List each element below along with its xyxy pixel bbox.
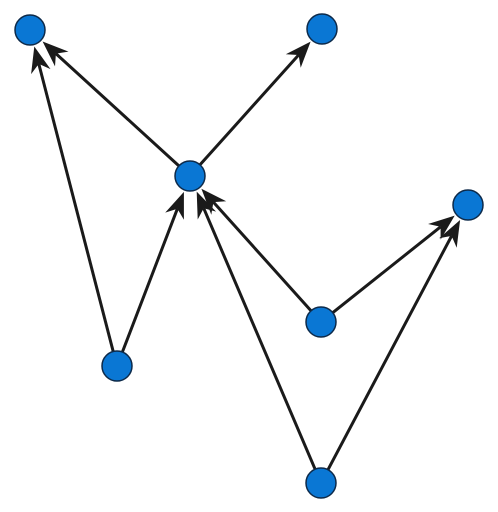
edge-line	[120, 208, 179, 353]
edge-line	[331, 225, 442, 314]
edge-line	[326, 235, 453, 471]
node-center	[174, 160, 206, 192]
edge-G-to-D	[326, 220, 461, 471]
edge-line	[198, 53, 300, 166]
arrowhead-icon	[428, 215, 455, 240]
arrowhead-icon	[42, 41, 69, 67]
arrowhead-icon	[285, 41, 311, 68]
arrowhead-icon	[165, 191, 184, 220]
nodes-layer	[14, 13, 484, 499]
node-middle-right	[305, 306, 337, 338]
node-top-middle	[306, 13, 338, 45]
edge-line	[54, 52, 180, 168]
edge-C-to-A	[42, 41, 180, 168]
arrowhead-icon	[439, 220, 461, 248]
edge-G-to-C	[196, 191, 317, 470]
edge-E-to-C	[201, 188, 313, 312]
node-bottom-left	[101, 350, 133, 382]
edge-line	[37, 63, 115, 352]
edge-F-to-A	[31, 46, 115, 352]
node-top-left	[14, 14, 46, 46]
node-bottom	[305, 467, 337, 499]
edge-line	[202, 207, 317, 470]
edges-layer	[31, 41, 461, 471]
arrowhead-icon	[196, 191, 217, 220]
node-right	[452, 189, 484, 221]
edge-E-to-D	[331, 215, 455, 314]
edge-line	[212, 201, 313, 312]
edge-F-to-C	[120, 191, 184, 353]
edge-C-to-B	[198, 41, 311, 166]
arrowhead-icon	[31, 46, 51, 75]
arrowhead-icon	[201, 188, 227, 215]
